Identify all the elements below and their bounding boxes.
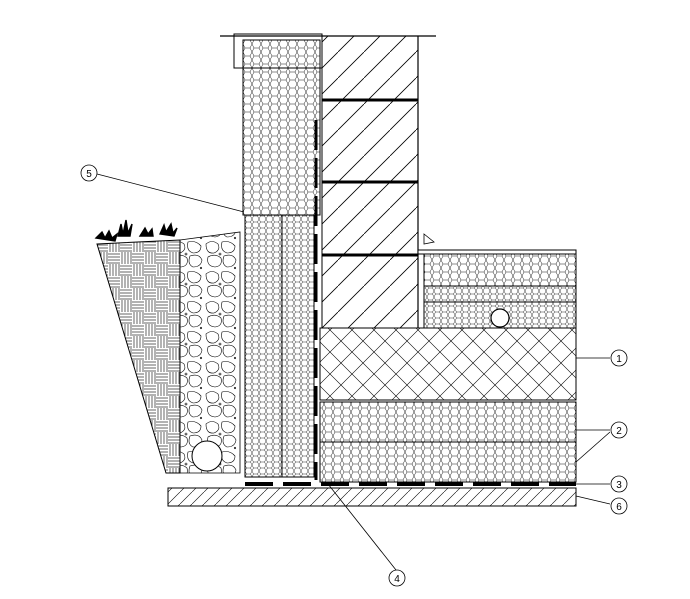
svg-text:6: 6	[616, 502, 622, 513]
callout-5: 5	[80, 164, 98, 182]
lower-insulation-outer	[244, 214, 283, 478]
upper-insulation	[242, 39, 321, 216]
gravel-layer	[179, 231, 241, 474]
vegetation	[94, 219, 178, 242]
interior-drain-pipe	[490, 308, 510, 328]
footing	[319, 327, 577, 401]
floor-slab	[423, 285, 577, 303]
footing-insulation-upper	[319, 401, 577, 443]
svg-text:4: 4	[394, 574, 400, 585]
svg-text:2: 2	[616, 426, 622, 437]
leader-lines	[96, 173, 611, 571]
svg-text:1: 1	[616, 354, 622, 365]
callout-2: 2	[610, 421, 628, 439]
callout-1: 1	[610, 349, 628, 367]
callout-4: 4	[388, 569, 406, 587]
drain-pipe-outer	[191, 440, 223, 472]
wall-joints	[322, 98, 418, 257]
callout-6: 6	[610, 497, 628, 515]
svg-text:3: 3	[616, 480, 622, 491]
callout-3: 3	[610, 475, 628, 493]
base-slab	[167, 487, 577, 507]
lower-insulation-inner	[281, 214, 315, 478]
footing-insulation-lower	[319, 441, 577, 483]
floor-edge-marker	[423, 233, 435, 245]
floor-finish	[417, 249, 577, 255]
soil-backfill	[96, 239, 181, 474]
floor-insulation	[423, 253, 577, 287]
svg-text:5: 5	[86, 169, 92, 180]
